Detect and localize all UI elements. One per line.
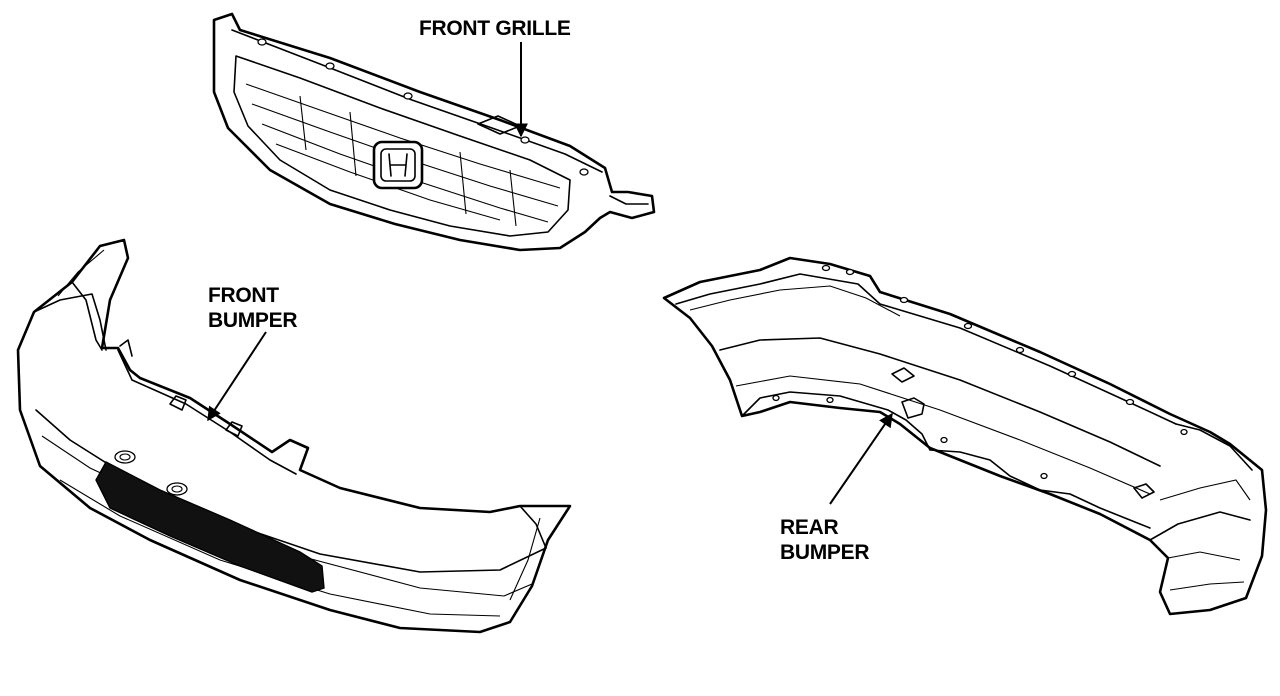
front-grille-label-text: FRONT GRILLE — [419, 17, 571, 40]
front-bumper — [16, 238, 572, 634]
rear-bumper-label: REAR BUMPER — [780, 515, 870, 565]
front-grille — [212, 12, 656, 252]
front-bumper-label-line2: BUMPER — [208, 309, 298, 332]
front-grille-label: FRONT GRILLE — [419, 16, 571, 41]
rear-bumper — [662, 256, 1268, 616]
front-bumper-leader — [207, 331, 267, 422]
rear-bumper-leader — [829, 412, 893, 505]
front-bumper-label-line1: FRONT — [208, 284, 279, 307]
front-bumper-label: FRONT BUMPER — [208, 283, 298, 333]
rear-bumper-label-line2: BUMPER — [780, 541, 870, 564]
rear-bumper-label-line1: REAR — [780, 516, 839, 539]
